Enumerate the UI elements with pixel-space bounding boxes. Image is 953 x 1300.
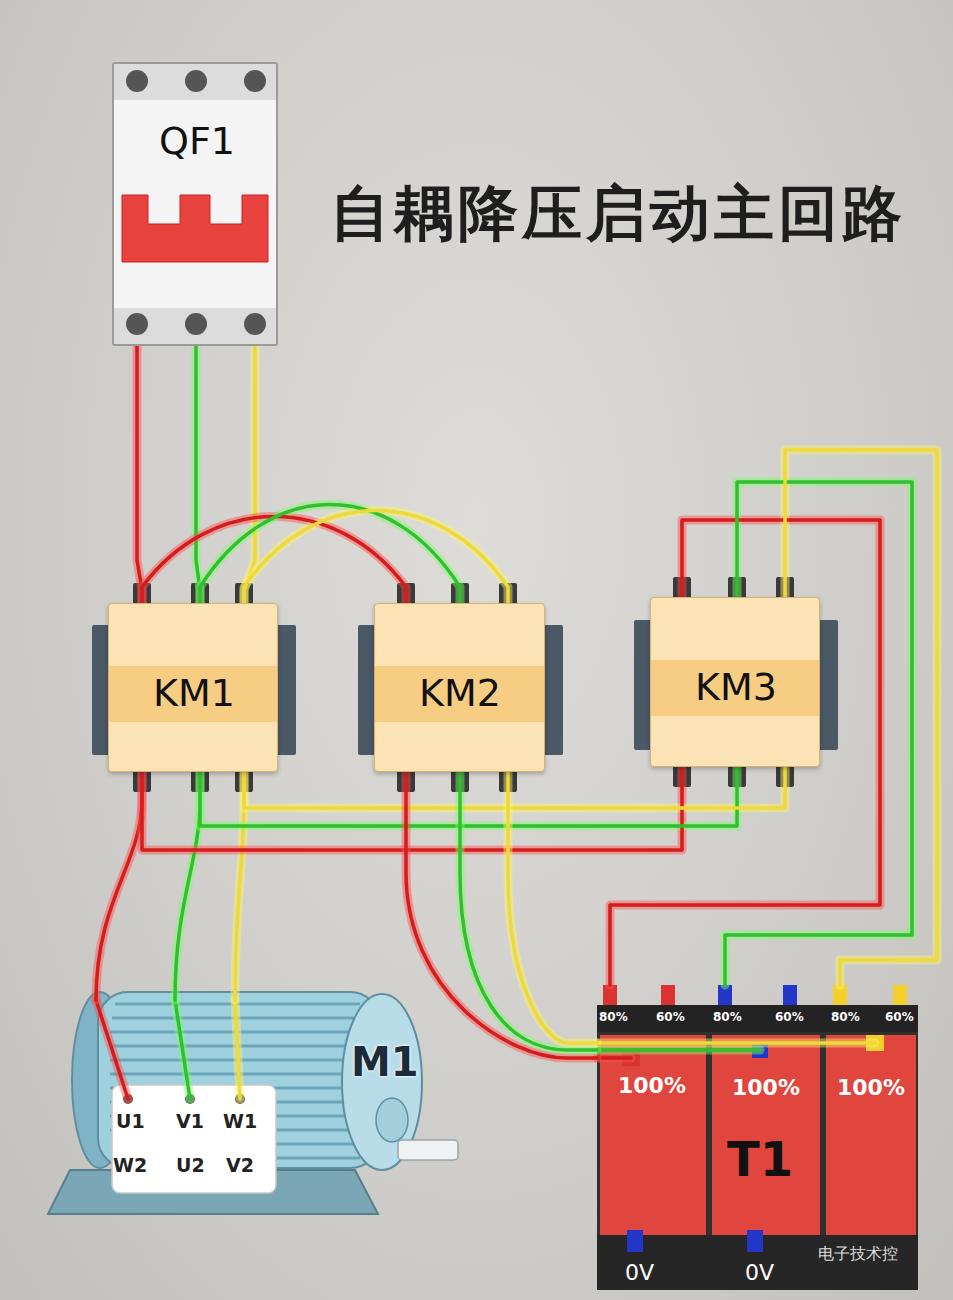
terminal-label: W1 — [223, 1111, 257, 1133]
wire-stubs — [175, 1000, 190, 1099]
wire — [244, 346, 255, 603]
wire-bundle — [137, 346, 255, 603]
tap-label: 100% — [732, 1075, 800, 1100]
node-label: T1 — [727, 1132, 793, 1187]
tap-label: 60% — [885, 1011, 914, 1025]
wire-glow — [610, 520, 880, 985]
contactor-side-bars — [543, 625, 563, 755]
transformer-drawing — [747, 1230, 763, 1252]
node-label: KM1 — [153, 672, 235, 716]
wire-glow — [200, 767, 737, 826]
terminal-strip — [114, 308, 276, 344]
wire — [137, 346, 142, 603]
node-label: QF1 — [159, 120, 235, 164]
diagram-title: 自耦降压启动主回路 — [330, 179, 906, 248]
motor-drawing — [112, 1085, 276, 1193]
terminal-label: U2 — [176, 1155, 205, 1177]
wire-stubs — [597, 1041, 875, 1045]
wire-glow — [460, 772, 597, 1050]
contactor-box: KM2 — [374, 603, 545, 772]
terminal-screw — [126, 313, 148, 335]
contactor-side-bars — [276, 625, 296, 755]
terminal-screw — [244, 70, 266, 92]
wire-glow — [508, 772, 597, 1043]
wire-stubs — [597, 1039, 875, 1048]
transformer-drawing — [597, 1005, 918, 1032]
wire-bundle — [610, 450, 937, 985]
transformer-drawing — [661, 985, 675, 1005]
wire-bundle — [142, 505, 508, 604]
breaker-box: QF1 — [112, 62, 278, 346]
transformer-drawing — [597, 985, 918, 1290]
ground-label: 0V — [625, 1260, 654, 1285]
tap-label: 60% — [775, 1011, 804, 1025]
wire-stubs — [597, 1056, 631, 1060]
wire-bundle — [406, 772, 597, 1058]
wire-stubs — [175, 1000, 190, 1099]
watermark: 电子技术控 — [818, 1245, 898, 1263]
transformer-drawing — [712, 1035, 820, 1235]
wire — [610, 520, 880, 985]
motor-drawing — [48, 992, 458, 1214]
terminal-label: V2 — [226, 1155, 254, 1177]
node-label: KM2 — [419, 672, 501, 716]
wire — [244, 511, 508, 604]
switch-lever — [122, 195, 268, 262]
wire-glow — [142, 517, 406, 604]
terminal-label: U1 — [116, 1111, 145, 1133]
wire-stubs — [96, 1000, 128, 1099]
node-label: M1 — [351, 1039, 419, 1085]
wire-stubs — [96, 1000, 128, 1099]
wire — [244, 767, 785, 808]
motor-drawing — [398, 1140, 458, 1160]
terminal-screw — [185, 313, 207, 335]
transformer-drawing — [826, 1035, 916, 1235]
tap-label: 60% — [656, 1011, 685, 1025]
wire-glow — [96, 772, 142, 1000]
wire-stubs — [235, 1000, 240, 1099]
terminal-screw — [126, 70, 148, 92]
motor-figure: M1 — [60, 1000, 460, 1215]
contactor-box: KM1 — [108, 603, 278, 772]
node-label: KM3 — [695, 666, 777, 710]
terminal-screw — [185, 70, 207, 92]
wire — [460, 772, 597, 1050]
wire — [200, 767, 737, 826]
wire-glow — [406, 772, 597, 1058]
wire-stubs — [235, 1000, 240, 1099]
transformer-drawing — [627, 1230, 643, 1252]
wire — [142, 517, 406, 604]
wire — [508, 772, 597, 1043]
transformer-drawing — [600, 1035, 706, 1235]
wire-bundle — [96, 772, 244, 1000]
terminal-label: V1 — [176, 1111, 204, 1133]
wire-stubs — [597, 1054, 631, 1063]
tap-label: 100% — [837, 1075, 905, 1100]
wire-glow — [196, 346, 200, 603]
wire — [196, 346, 200, 603]
wire — [406, 772, 597, 1058]
tap-label: 80% — [713, 1011, 742, 1025]
terminal-label: W2 — [113, 1155, 147, 1177]
tap-label: 80% — [599, 1011, 628, 1025]
contactor-side-bars — [818, 620, 838, 750]
wire-stubs — [597, 1048, 760, 1052]
transformer-drawing — [893, 985, 907, 1005]
terminal-strip — [114, 64, 276, 100]
wire-glow — [244, 346, 255, 603]
motor-drawing — [376, 1098, 408, 1142]
wire — [96, 772, 142, 1000]
transformer-drawing — [783, 985, 797, 1005]
transformer-drawing — [597, 1005, 918, 1290]
tap-label: 80% — [831, 1011, 860, 1025]
tap-label: 100% — [618, 1073, 686, 1098]
ground-label: 0V — [745, 1260, 774, 1285]
contactor-box: KM3 — [650, 597, 820, 767]
terminal-screw — [244, 313, 266, 335]
breaker-drawing — [114, 64, 276, 344]
wire-glow — [244, 767, 785, 808]
wire-glow — [137, 346, 142, 603]
